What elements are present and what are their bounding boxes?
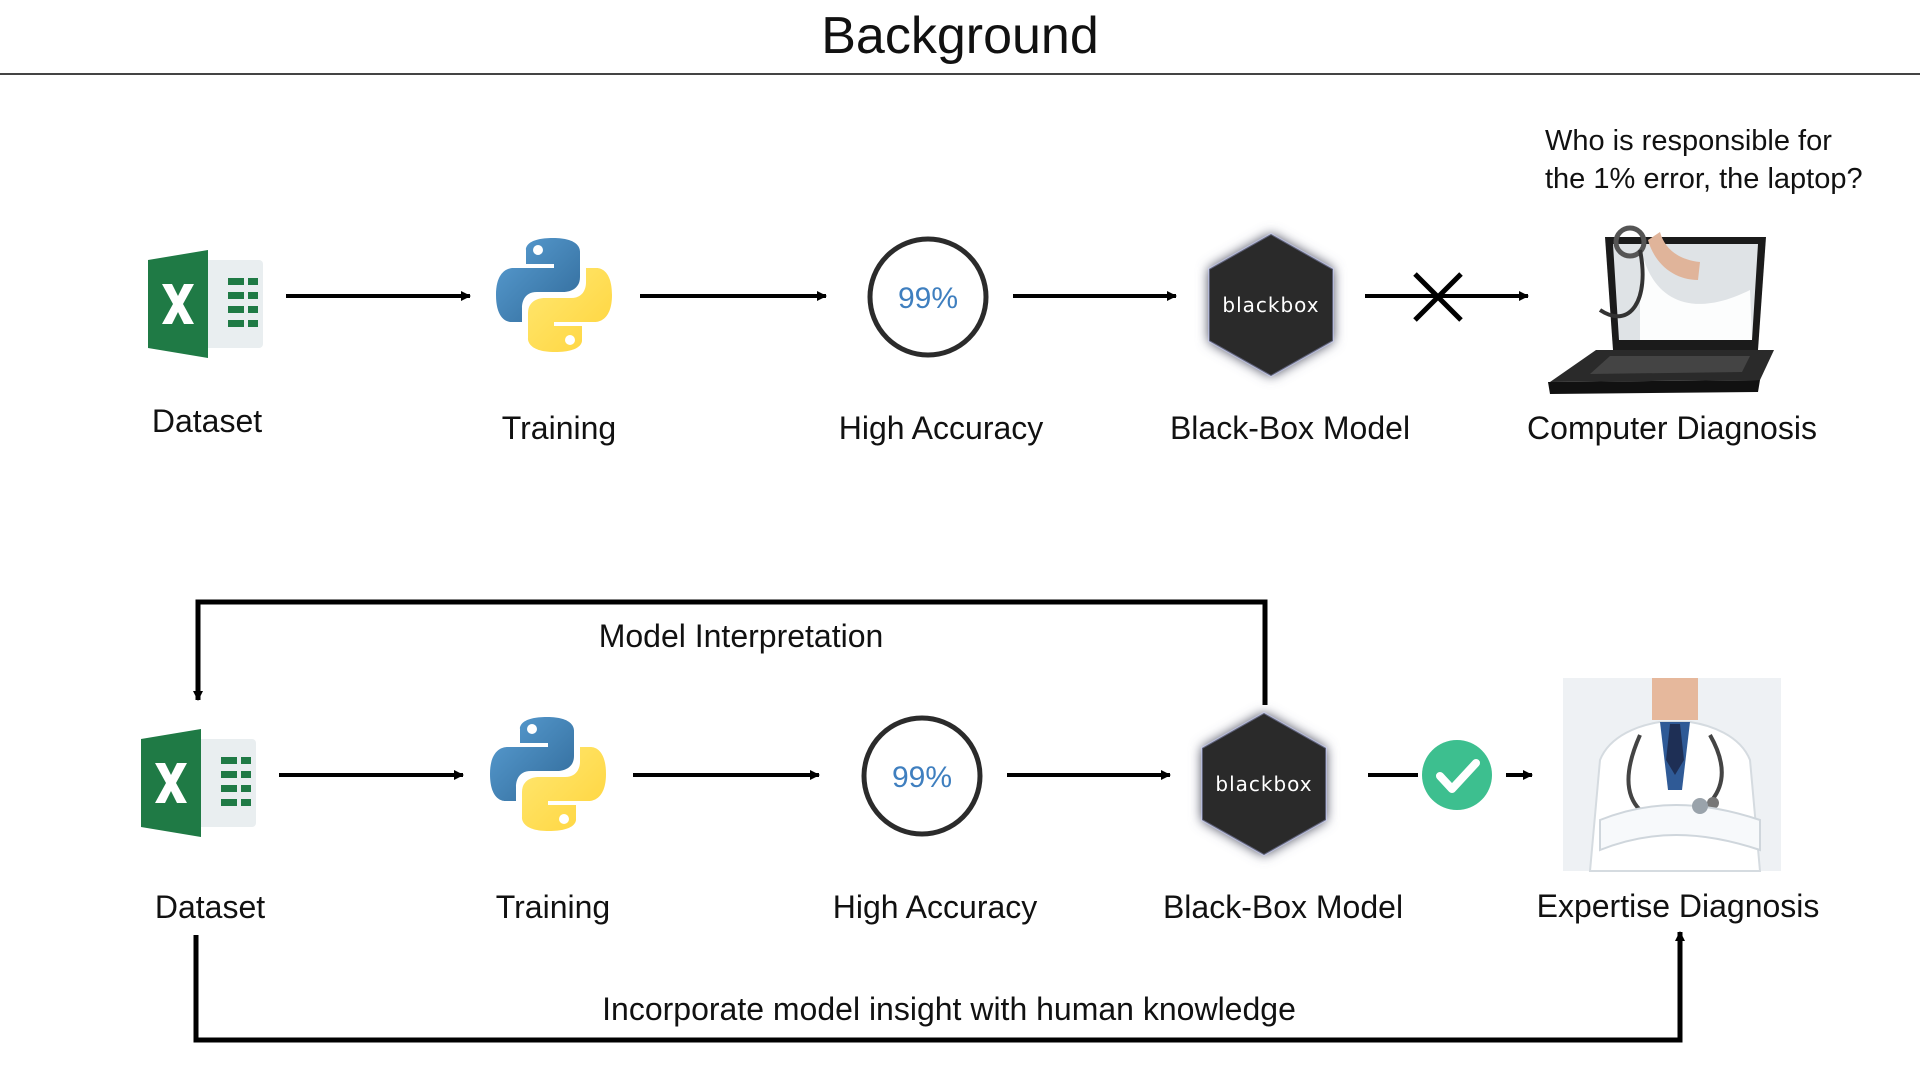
question-line-2: the 1% error, the laptop? [1545, 163, 1863, 195]
cross-icon [1413, 272, 1463, 322]
blackbox-text: blackbox [1215, 772, 1312, 796]
label-incorporate-insight: Incorporate model insight with human kno… [602, 991, 1296, 1027]
question-line-1: Who is responsible for [1545, 125, 1832, 157]
title-divider [0, 73, 1920, 75]
label-black-box-model: Black-Box Model [1169, 410, 1411, 446]
excel-icon [148, 250, 263, 358]
accuracy-value: 99% [898, 282, 958, 315]
label-expertise-diagnosis: Expertise Diagnosis [1536, 888, 1820, 924]
label-high-accuracy: High Accuracy [838, 410, 1044, 446]
label-model-interpretation: Model Interpretation [598, 618, 884, 654]
accuracy-ring [861, 715, 983, 837]
python-icon [490, 717, 606, 831]
interpretation-loop-arrow [193, 599, 1268, 705]
accuracy-ring [867, 236, 989, 358]
excel-icon [141, 729, 256, 837]
check-circle-icon [1422, 740, 1492, 810]
label-high-accuracy: High Accuracy [832, 889, 1038, 925]
label-dataset: Dataset [154, 889, 266, 925]
label-dataset: Dataset [151, 403, 263, 439]
feedback-arrow [193, 931, 1685, 1043]
accuracy-value: 99% [892, 761, 952, 794]
label-black-box-model: Black-Box Model [1162, 889, 1404, 925]
page-title: Background [821, 7, 1099, 65]
python-icon [496, 238, 612, 352]
label-training: Training [501, 410, 617, 446]
laptop-stethoscope-icon [1548, 225, 1774, 394]
label-computer-diagnosis: Computer Diagnosis [1527, 410, 1817, 446]
blackbox-text: blackbox [1222, 293, 1319, 317]
label-training: Training [495, 889, 611, 925]
doctor-photo [1563, 678, 1781, 872]
